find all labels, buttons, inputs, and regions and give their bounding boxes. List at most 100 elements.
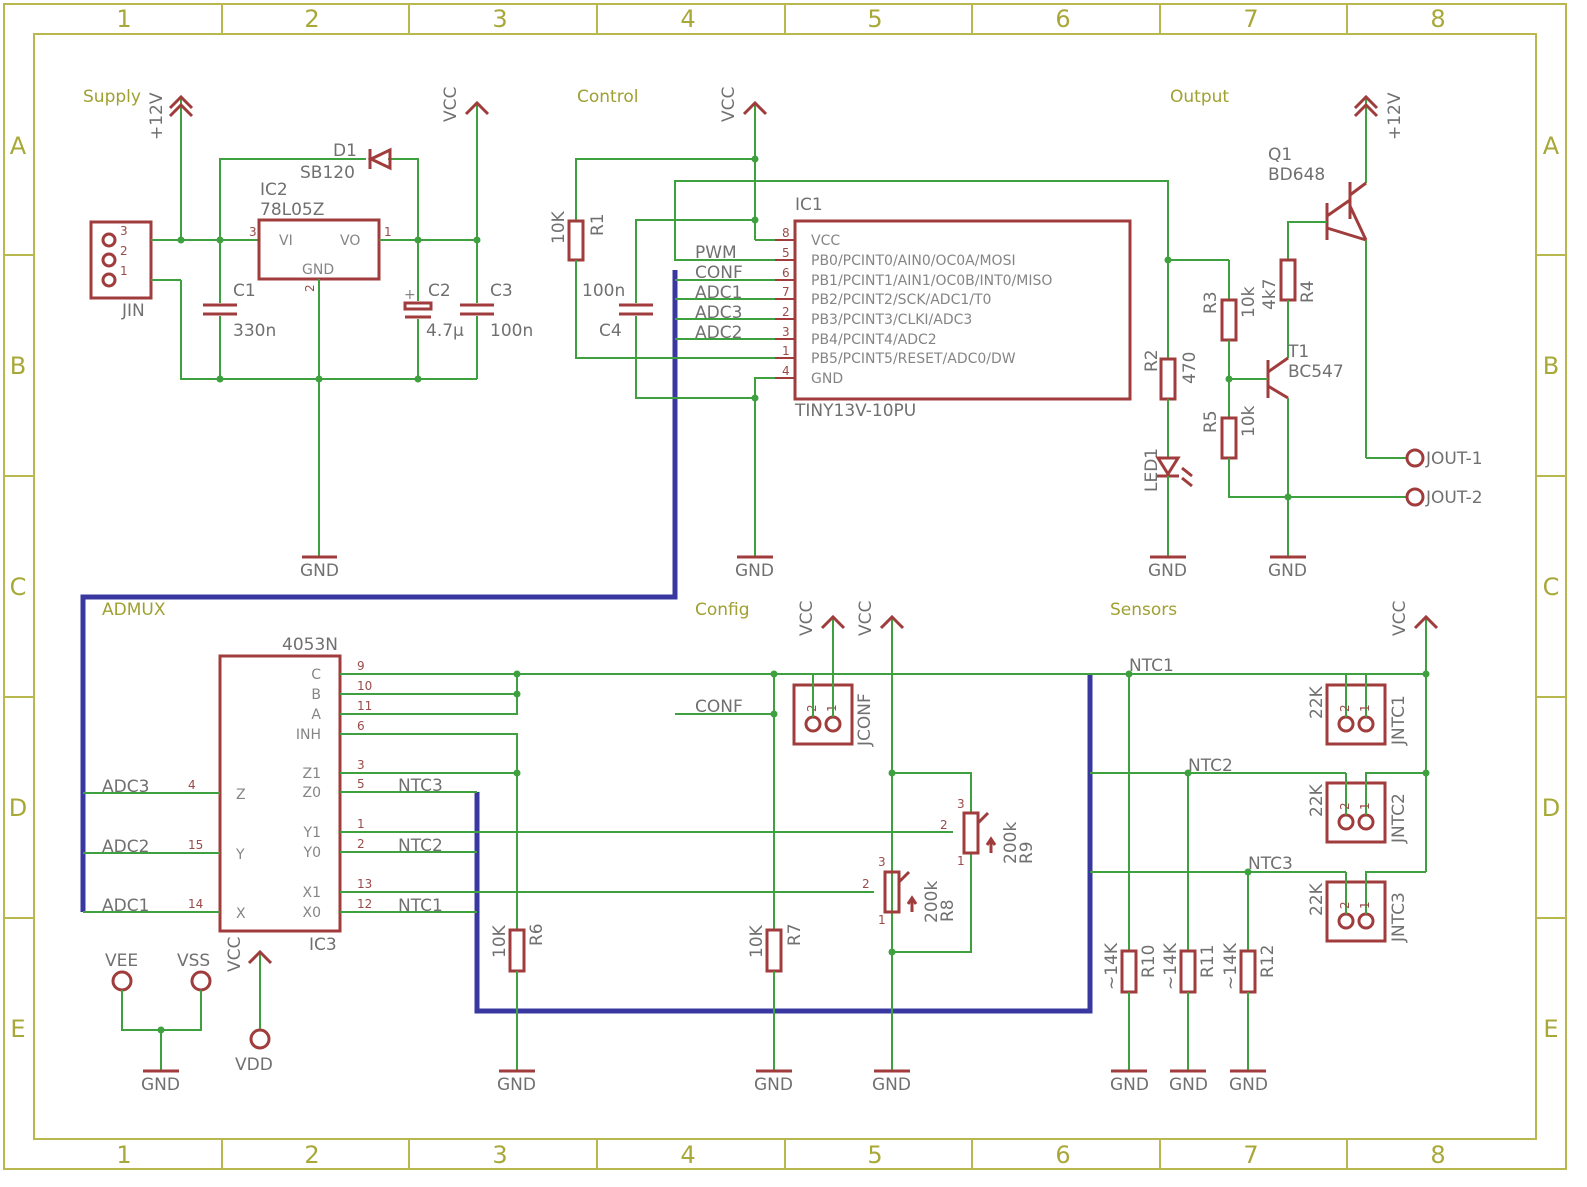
col-label-top-4: 4 — [680, 5, 695, 33]
control-section: VCC R1 10K 100n C4 PWM CONF ADC1 ADC3 AD… — [549, 87, 1172, 581]
c2-name: C2 — [428, 281, 451, 301]
col-label-top-1: 1 — [116, 5, 131, 33]
jconf-vcc-label: VCC — [797, 601, 817, 636]
bus-ntc — [474, 674, 1093, 1014]
r9-value: 200k — [1001, 822, 1021, 864]
c1-name: C1 — [233, 281, 256, 301]
sensor-connector-pin1: 1 — [1358, 704, 1372, 712]
svg-text:3: 3 — [957, 797, 965, 811]
t1-value: BC547 — [1288, 362, 1344, 382]
sensor-resistor-name: R10 — [1139, 945, 1159, 978]
ic3-left-pin-function: Y — [235, 847, 245, 863]
row-label-left-b: B — [10, 352, 26, 380]
r8-value: 200k — [922, 881, 942, 923]
sensor-resistor-name: R11 — [1198, 945, 1218, 978]
d1-value: SB120 — [300, 163, 355, 183]
col-label-bottom-8: 8 — [1430, 1141, 1445, 1169]
section-sensors: Sensors — [1110, 600, 1177, 620]
ic3-right-pin-function: Z1 — [303, 766, 322, 782]
svg-text:1: 1 — [957, 854, 965, 868]
ic2-value: 78L05Z — [260, 200, 324, 220]
r3-name: R3 — [1201, 291, 1221, 314]
sensor-connector-name: JNTC1 — [1389, 695, 1409, 746]
config-gnd-label-pots: GND — [872, 1075, 911, 1095]
r4-value: 4k7 — [1260, 279, 1280, 310]
control-vcc-label: VCC — [719, 87, 739, 122]
ic1-pin-number: 8 — [782, 226, 790, 240]
q1-name: Q1 — [1268, 145, 1292, 165]
jout2-label: JOUT-2 — [1425, 488, 1483, 508]
col-label-bottom-1: 1 — [116, 1141, 131, 1169]
c4-value: 100n — [582, 281, 625, 301]
col-label-bottom-3: 3 — [492, 1141, 507, 1169]
t1-name: T1 — [1287, 342, 1309, 362]
ic1-pin-function: PB3/PCINT3/CLKI/ADC3 — [811, 312, 972, 328]
ic1-pin-function: PB4/PCINT4/ADC2 — [811, 332, 937, 348]
col-label-bottom-4: 4 — [680, 1141, 695, 1169]
ic1-pin-number: 5 — [782, 246, 790, 260]
col-label-top-6: 6 — [1055, 5, 1070, 33]
sensor-resistor-name: R12 — [1258, 945, 1278, 978]
control-gnd-label: GND — [735, 561, 774, 581]
col-label-top-7: 7 — [1243, 5, 1258, 33]
ic3-right-pin-number: 13 — [357, 877, 372, 891]
output-gnd-label-2: GND — [1268, 561, 1307, 581]
supply-gnd-label: GND — [300, 561, 339, 581]
svg-text:2: 2 — [940, 818, 948, 832]
sensor-gnd-label: GND — [1169, 1075, 1208, 1095]
net-ntc1: NTC1 — [1129, 656, 1174, 676]
sensor-connector-name: JNTC2 — [1389, 793, 1409, 844]
ic1-pin-function: PB1/PCINT1/AIN1/OC0B/INT0/MISO — [811, 273, 1052, 289]
svg-text:VO: VO — [340, 233, 360, 249]
svg-text:3: 3 — [249, 225, 257, 239]
config-conf-net: CONF — [695, 697, 743, 717]
led1-name: LED1 — [1142, 448, 1162, 492]
svg-text:3: 3 — [878, 855, 886, 869]
svg-text:2: 2 — [862, 877, 870, 891]
svg-text:VI: VI — [279, 233, 293, 249]
ic3-right-pin-function: C — [311, 667, 321, 683]
ic3-right-pin-number: 10 — [357, 679, 372, 693]
r1-value: 10K — [549, 210, 569, 244]
r7-name: R7 — [785, 923, 805, 946]
svg-text:1: 1 — [878, 913, 886, 927]
supply-vcc-label: VCC — [441, 87, 461, 122]
ic1-value: TINY13V-10PU — [794, 401, 916, 421]
r9-name: R9 — [1017, 841, 1037, 864]
row-label-left-a: A — [10, 132, 27, 160]
sensor-resistor-value: ~14K — [1102, 942, 1122, 990]
q1-value: BD648 — [1268, 165, 1325, 185]
row-label-right-b: B — [1543, 352, 1559, 380]
sensor-connector-value: 22K — [1307, 882, 1327, 916]
r6-name: R6 — [527, 923, 547, 946]
ic3-right-pin-function: B — [311, 687, 321, 703]
c3-value: 100n — [490, 321, 533, 341]
pots-vcc-label: VCC — [856, 601, 876, 636]
ic3-right-pin-number: 11 — [357, 699, 372, 713]
ic3-right-pin-number: 5 — [357, 777, 365, 791]
ic1-pin-number: 2 — [782, 305, 790, 319]
c2-value: 4.7µ — [426, 321, 464, 341]
ic1-pin-function: PB0/PCINT0/AIN0/OC0A/MOSI — [811, 253, 1016, 269]
ic3-right-pin-function: INH — [296, 727, 321, 743]
output-12v-label: +12V — [1385, 92, 1405, 140]
ic3-vcc-label: VCC — [225, 937, 245, 972]
ic3-right-pin-number: 3 — [357, 758, 365, 772]
r2-name: R2 — [1142, 349, 1162, 372]
sensor-connector-name: JNTC3 — [1389, 892, 1409, 943]
section-control: Control — [577, 87, 638, 107]
ic3-right-pin-number: 1 — [357, 817, 365, 831]
svg-text:2: 2 — [303, 284, 317, 292]
row-label-right-d: D — [1542, 794, 1560, 822]
sensor-connector-pin2: 2 — [1338, 704, 1352, 712]
ic3-left-pin-function: Z — [236, 787, 246, 803]
supply-12v-label: +12V — [147, 92, 167, 140]
r5-value: 10k — [1239, 405, 1259, 437]
col-label-top-3: 3 — [492, 5, 507, 33]
r1-name: R1 — [588, 213, 608, 236]
svg-text:3: 3 — [120, 224, 128, 238]
ic1-pin-function: PB2/PCINT2/SCK/ADC1/T0 — [811, 292, 991, 308]
